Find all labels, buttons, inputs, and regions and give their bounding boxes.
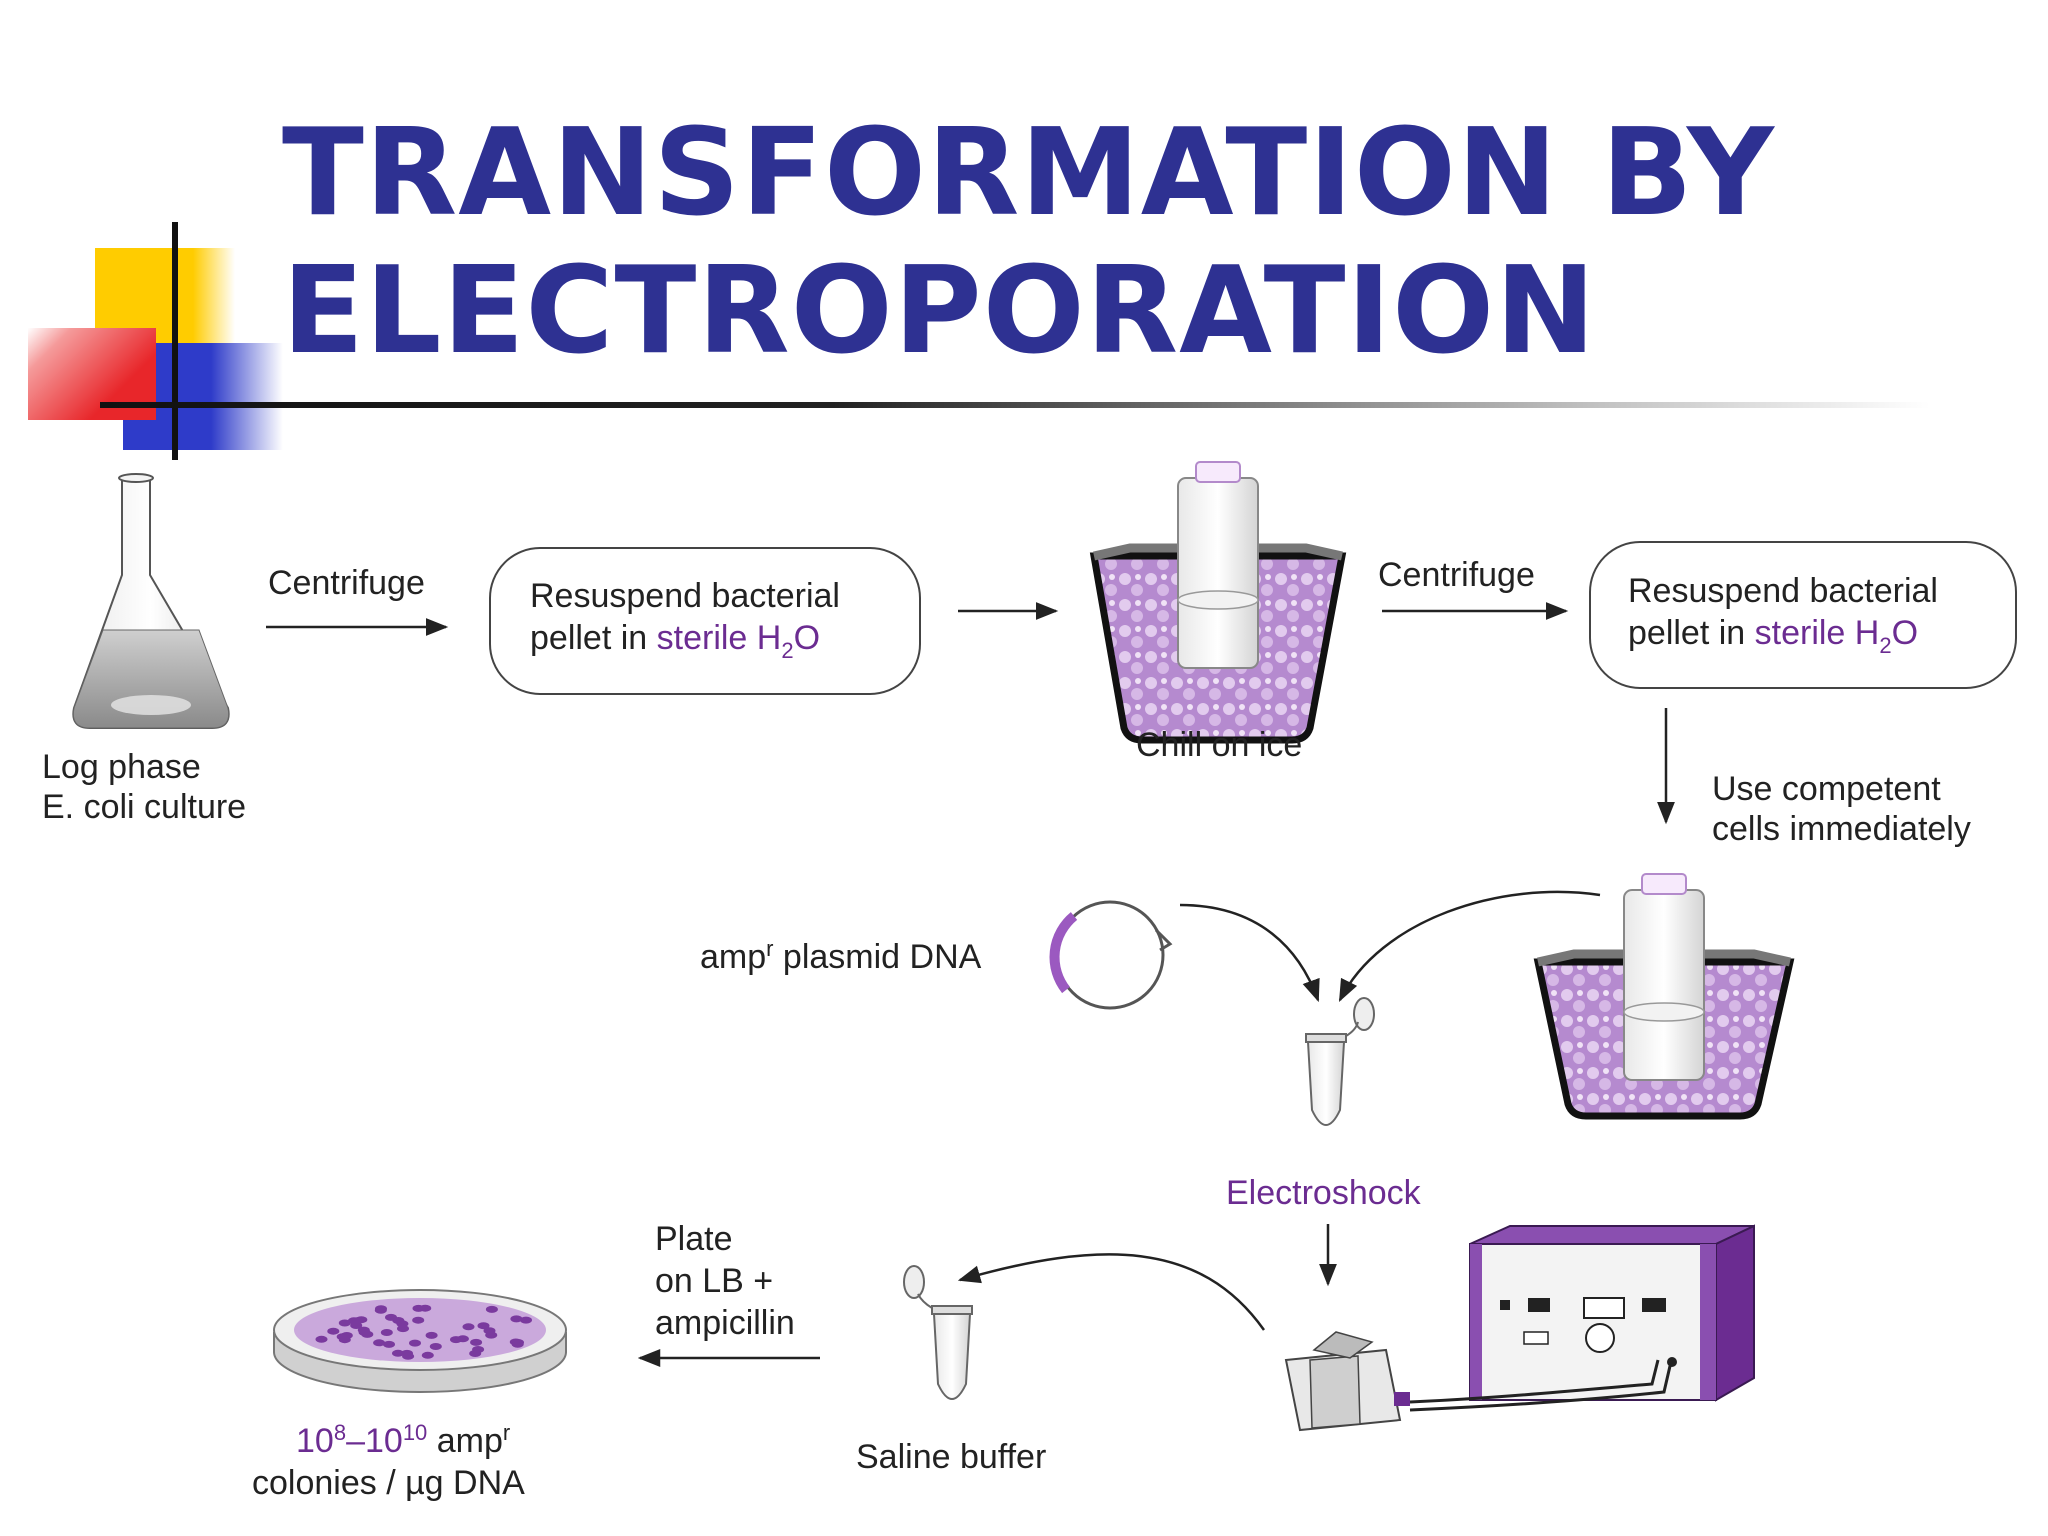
resuspend-box-1 <box>489 547 921 695</box>
plasmid-icon <box>1049 900 1173 1010</box>
resuspend-2-line-2: pellet in sterile H2O <box>1628 614 1918 658</box>
colony <box>315 1335 328 1343</box>
electroshock-label: Electroshock <box>1226 1174 1422 1212</box>
tube-icon <box>1305 997 1375 1126</box>
title-underline <box>100 402 1930 408</box>
resuspend-1-line-2: pellet in sterile H2O <box>530 619 820 663</box>
flask-label-1: Log phase <box>42 748 201 786</box>
colony <box>425 1331 438 1339</box>
colony <box>338 1319 351 1327</box>
colonies-line-2: colonies / µg DNA <box>252 1464 525 1502</box>
colony <box>402 1352 415 1360</box>
colony <box>412 1316 425 1324</box>
colony <box>327 1327 340 1335</box>
colony <box>511 1340 524 1348</box>
saline-tube-icon <box>903 1265 973 1400</box>
colony <box>477 1322 490 1330</box>
plate-line-3: ampicillin <box>655 1304 795 1342</box>
resuspend-box-2 <box>1589 541 2017 689</box>
arrow-to-saline <box>957 1253 1266 1331</box>
colony <box>450 1336 462 1344</box>
colonies-line-1: 108–1010 ampr <box>296 1420 510 1460</box>
colony <box>409 1339 421 1347</box>
colony <box>520 1316 532 1324</box>
competent-line-1: Use competent <box>1712 770 1941 808</box>
ice-bucket-icon <box>1089 461 1347 744</box>
colony <box>358 1328 371 1336</box>
colony <box>421 1351 434 1359</box>
arrow-cells-to-tube <box>1338 890 1601 1003</box>
colony <box>462 1323 475 1331</box>
resuspend-1-line-1: Resuspend bacterial <box>530 577 840 615</box>
plasmid-label: ampr plasmid DNA <box>700 936 982 976</box>
colony <box>470 1338 483 1346</box>
flask-icon <box>72 473 230 729</box>
accent-vertical-line <box>172 222 178 460</box>
colony <box>373 1339 386 1347</box>
page-title: TRANSFORMATION BY ELECTROPORATION <box>282 105 1775 381</box>
plate-line-1: Plate <box>655 1220 733 1258</box>
colony <box>347 1317 360 1325</box>
colony <box>392 1349 404 1357</box>
colony <box>397 1325 409 1333</box>
title-line-2: ELECTROPORATION <box>282 242 1597 381</box>
colony <box>380 1329 393 1336</box>
centrifuge-label-1: Centrifuge <box>268 564 425 602</box>
colony <box>485 1305 498 1313</box>
flask-label-2: E. coli culture <box>42 788 246 826</box>
colony <box>385 1313 397 1321</box>
colony <box>472 1346 485 1353</box>
colony <box>383 1340 395 1348</box>
arrow-plasmid-to-tube <box>1179 903 1320 1003</box>
wire-2 <box>1409 1365 1672 1412</box>
competent-line-2: cells immediately <box>1712 810 1971 848</box>
wire-1 <box>1409 1359 1660 1404</box>
chill-label: Chill on ice <box>1136 726 1302 764</box>
centrifuge-label-2: Centrifuge <box>1378 556 1535 594</box>
plate-line-2: on LB + <box>655 1262 773 1300</box>
petri-dish-icon <box>273 1289 567 1393</box>
colony <box>510 1315 523 1323</box>
ice-bucket-icon-2 <box>1533 873 1795 1120</box>
title-line-1: TRANSFORMATION BY <box>282 104 1775 243</box>
colony <box>375 1305 387 1313</box>
saline-label: Saline buffer <box>856 1438 1046 1476</box>
colony <box>340 1332 353 1339</box>
cuvette-icon <box>1284 1331 1410 1432</box>
colony <box>483 1327 496 1335</box>
electroporator-icon <box>1469 1224 1755 1402</box>
colony <box>412 1304 425 1312</box>
colony <box>429 1343 442 1350</box>
resuspend-2-line-1: Resuspend bacterial <box>1628 572 1938 610</box>
